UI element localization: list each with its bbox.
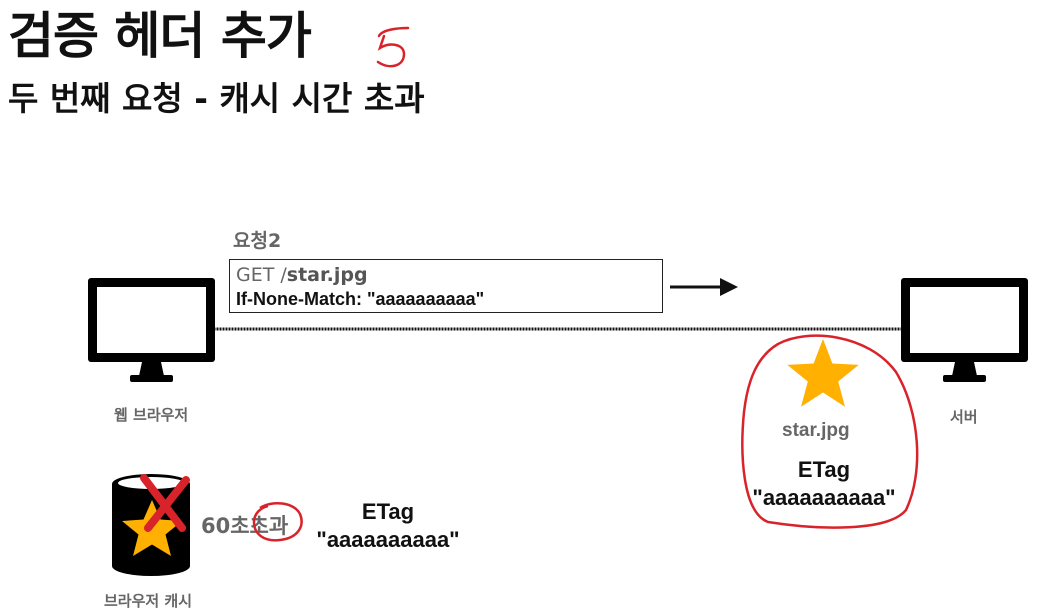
- cache-expired-text: 60초초과: [201, 510, 288, 540]
- handwritten-annotation: [376, 26, 410, 68]
- request-method: GET /: [236, 264, 287, 286]
- cache-expired-time: 60초: [201, 514, 250, 538]
- server-etag-key: ETag: [797, 457, 851, 482]
- server-resource-highlight: [741, 334, 919, 529]
- database-icon: [112, 474, 190, 576]
- request-box: GET /star.jpg If-None-Match: "aaaaaaaaaa…: [229, 259, 663, 313]
- cache-label: 브라우저 캐시: [104, 592, 193, 610]
- monitor-icon: [88, 278, 215, 382]
- expired-circle: [252, 501, 303, 542]
- page-subtitle: 두 번째 요청 - 캐시 시간 초과: [8, 79, 425, 118]
- red-circle: [741, 334, 919, 529]
- request-line: GET /star.jpg: [236, 263, 656, 287]
- request-header: If-None-Match: "aaaaaaaaaa": [236, 289, 485, 309]
- server-label: 서버: [950, 408, 978, 426]
- direction-arrow-head: [720, 278, 738, 296]
- server-etag: ETag "aaaaaaaaaa": [740, 456, 908, 512]
- server-etag-value: "aaaaaaaaaa": [752, 485, 896, 510]
- cache-expired-word: 초과: [249, 514, 289, 538]
- request-path: star.jpg: [286, 264, 368, 286]
- cache-etag: ETag "aaaaaaaaaa": [308, 498, 468, 554]
- cache-etag-key: ETag: [361, 499, 415, 524]
- star-icon: [787, 339, 859, 407]
- client-label: 웹 브라우저: [114, 406, 189, 424]
- server-filename: star.jpg: [782, 420, 850, 441]
- page-title: 검증 헤더 추가: [8, 7, 312, 65]
- monitor-icon: [901, 278, 1028, 382]
- cache-etag-value: "aaaaaaaaaa": [316, 527, 460, 552]
- expired-x-icon: [140, 474, 190, 532]
- request-label: 요청2: [233, 230, 282, 252]
